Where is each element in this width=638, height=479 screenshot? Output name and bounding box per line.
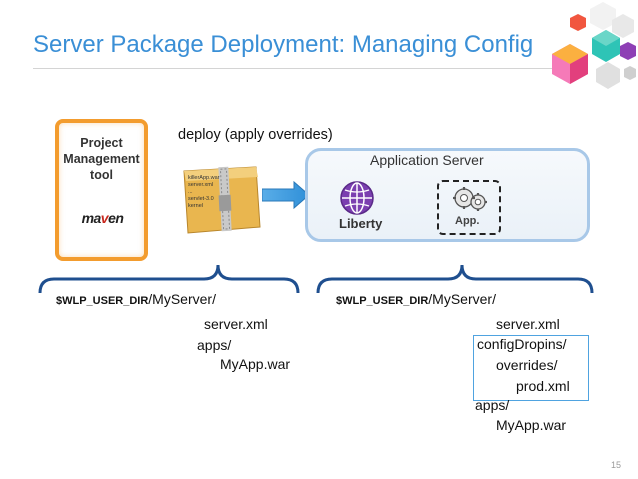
zip-line-1: killerApp.war: [188, 175, 220, 181]
project-management-tool-box: [55, 119, 148, 261]
zip-archive-icon: killerApp.war server.xml ... servlet-3.0…: [183, 166, 261, 234]
right-brace: [316, 264, 594, 294]
right-file-overrides: overrides/: [496, 357, 558, 373]
left-dir-var: $WLP_USER_DIR: [56, 295, 149, 307]
right-dir-root: $WLP_USER_DIR/MyServer/: [336, 291, 496, 309]
deploy-label: deploy (apply overrides): [178, 127, 333, 143]
deploy-arrow: [262, 180, 310, 210]
title-divider: [33, 68, 553, 69]
tool-line-3: tool: [90, 168, 113, 182]
right-file-prod-xml: prod.xml: [516, 378, 570, 394]
right-dir-path: /MyServer/: [428, 291, 496, 307]
right-file-apps: apps/: [475, 397, 510, 413]
application-server-title: Application Server: [370, 152, 484, 168]
right-file-myapp-war: MyApp.war: [496, 417, 567, 433]
config-overrides-highlight: [473, 335, 589, 401]
zip-line-2: server.xml: [188, 182, 213, 188]
zip-line-3: ...: [188, 189, 193, 195]
right-file-server-xml: server.xml: [496, 316, 560, 332]
right-file-configdropins: configDropins/: [477, 336, 567, 352]
app-placeholder-box: [437, 180, 501, 235]
maven-logo: maven: [81, 210, 124, 226]
left-dir-path: /MyServer/: [148, 291, 216, 307]
liberty-label: Liberty: [339, 216, 383, 231]
left-file-apps: apps/: [197, 337, 232, 353]
slide-title: Server Package Deployment: Managing Conf…: [33, 31, 534, 58]
page-number: 15: [611, 460, 622, 470]
zip-line-4: servlet-3.0: [188, 196, 214, 202]
tool-label: Project Management tool: [55, 135, 148, 183]
brackets: [38, 264, 594, 294]
hexagon-decoration: [552, 2, 636, 89]
tool-line-1: Project: [80, 136, 123, 150]
liberty-globe-icon: [340, 181, 374, 215]
tool-line-2: Management: [63, 152, 140, 166]
zip-line-5: kernel: [188, 203, 203, 209]
left-file-server-xml: server.xml: [204, 316, 268, 332]
left-file-myapp-war: MyApp.war: [220, 356, 291, 372]
left-dir-root: $WLP_USER_DIR/MyServer/: [56, 291, 216, 309]
gears-icon: [453, 187, 487, 211]
left-brace: [38, 264, 300, 294]
right-dir-var: $WLP_USER_DIR: [336, 295, 429, 307]
app-label: App.: [455, 215, 480, 227]
